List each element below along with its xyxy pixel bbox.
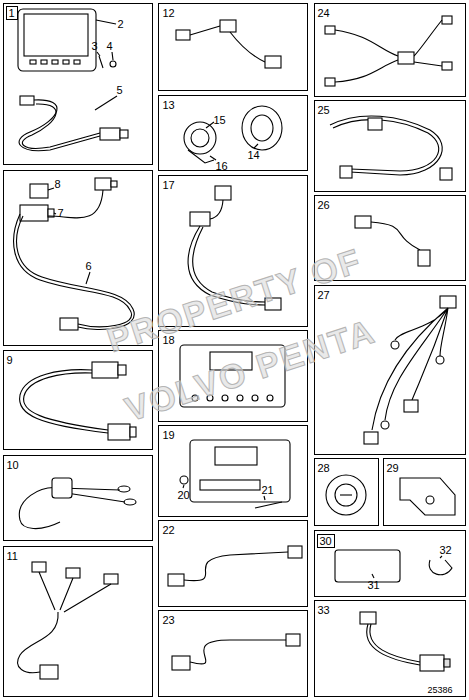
callout-number: 26 — [318, 199, 330, 211]
callout-number: 12 — [163, 7, 175, 19]
part-panel: 19 20 21 — [158, 425, 308, 517]
callout-number: 24 — [318, 7, 330, 19]
callout-number: 2 — [118, 18, 124, 30]
callout-number: 23 — [163, 614, 175, 626]
part-panel: 22 — [158, 520, 308, 607]
part-panel: 28 — [314, 458, 379, 526]
part-panel: 29 — [383, 458, 466, 526]
callout-number: 33 — [318, 604, 330, 616]
callout-number: 13 — [163, 99, 175, 111]
callout-number: 17 — [163, 179, 175, 191]
callout-number: 10 — [7, 459, 19, 471]
callout-number: 15 — [214, 114, 226, 126]
callout-number: 1 — [6, 6, 18, 20]
part-panel: 24 — [314, 3, 466, 97]
callout-number: 32 — [440, 544, 452, 556]
figure-number: 25386 — [427, 685, 452, 695]
part-panel: 27 — [314, 285, 466, 455]
part-panel: 30 31 32 — [314, 530, 466, 597]
callout-number: 31 — [368, 579, 380, 591]
callout-number: 6 — [86, 260, 92, 272]
callout-number: 11 — [7, 550, 18, 562]
part-panel: 1 2 34 5 — [3, 3, 153, 165]
callout-number: 8 — [55, 178, 61, 190]
callout-number: 28 — [318, 462, 330, 474]
part-panel: 25 — [314, 100, 466, 192]
callout-number: 16 — [216, 160, 228, 172]
callout-number: 19 — [163, 429, 175, 441]
callout-number: 4 — [107, 40, 113, 52]
part-panel: 10 — [3, 455, 153, 541]
part-panel: 33 — [314, 600, 466, 697]
callout-number: 21 — [262, 484, 274, 496]
part-panel: 13 14 15 16 — [158, 95, 308, 171]
callout-number: 29 — [387, 462, 399, 474]
callout-number: 25 — [318, 104, 330, 116]
callout-number: 5 — [117, 84, 123, 96]
callout-number: 14 — [248, 149, 260, 161]
part-panel: 11 — [3, 546, 153, 697]
part-panel: 23 — [158, 610, 308, 697]
callout-number: 9 — [7, 354, 13, 366]
callout-number: 20 — [178, 489, 190, 501]
callout-number: 3 — [92, 40, 98, 52]
callout-number: 30 — [317, 534, 335, 548]
callout-number: 7 — [58, 207, 64, 219]
part-panel: 12 — [158, 3, 308, 91]
callout-number: 22 — [163, 524, 175, 536]
